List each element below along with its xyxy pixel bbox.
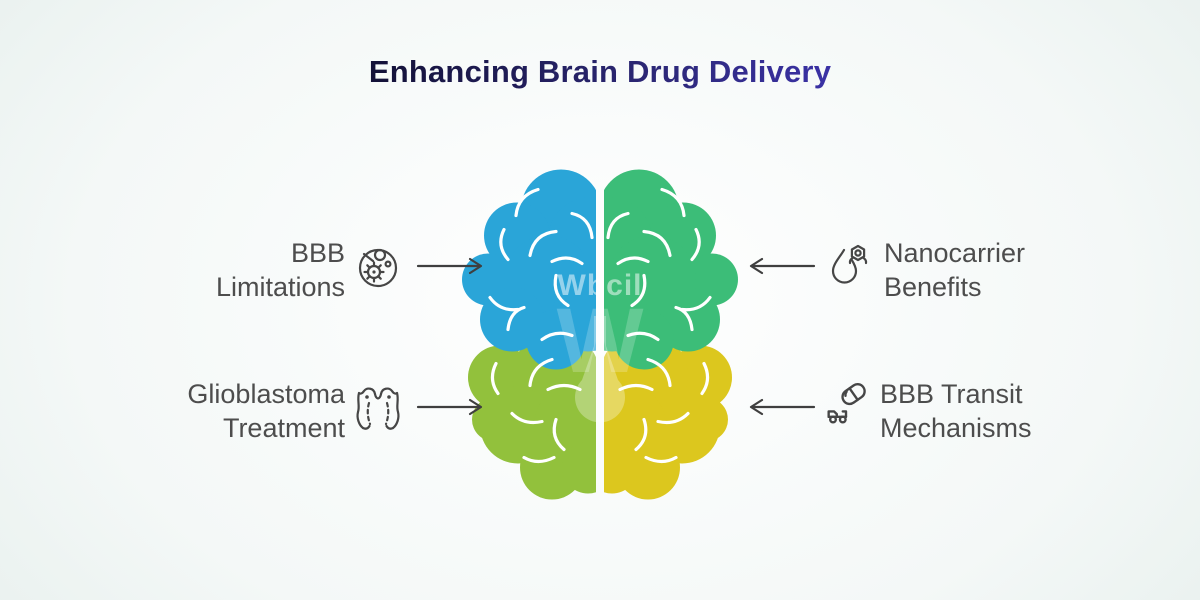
brain-illustration — [462, 169, 738, 500]
arrow-right-icon — [416, 398, 483, 416]
torso-icon — [356, 387, 400, 430]
bbb-limitations-label: BBB Limitations — [215, 238, 345, 302]
bbb-transit-mechanisms-label: BBB Transit Mechanisms — [880, 379, 1032, 443]
arrow-left-icon — [749, 257, 816, 275]
arrow-right-icon — [416, 257, 483, 275]
truck-capsule-icon — [827, 383, 866, 424]
droplet-nanoparticle-icon — [831, 244, 868, 284]
glioblastoma-treatment-label: Glioblastoma Treatment — [187, 379, 345, 443]
petri-dish-cells-icon — [358, 248, 398, 288]
page-title: Enhancing Brain Drug Delivery — [0, 54, 1200, 90]
arrow-left-icon — [749, 398, 816, 416]
nanocarrier-benefits-label: Nanocarrier Benefits — [884, 238, 1026, 302]
